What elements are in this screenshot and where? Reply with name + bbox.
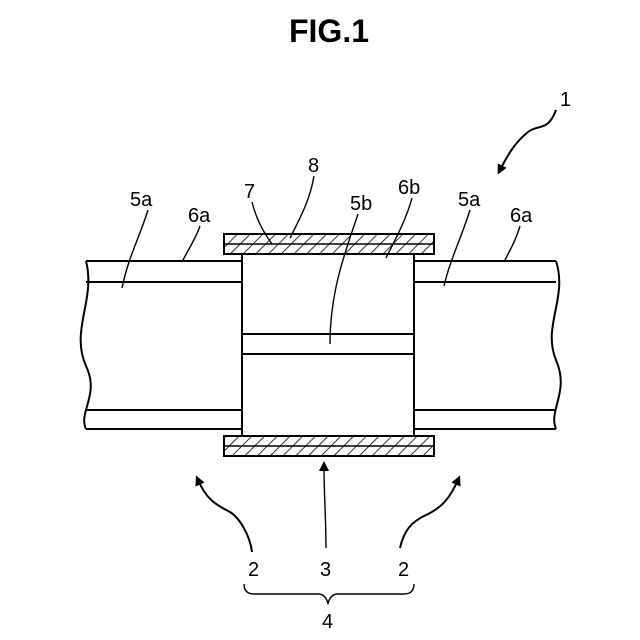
label-4: 4 [322,611,333,633]
left-break-line [81,261,91,429]
label-5a-right: 5a [458,189,481,211]
label-2-left: 2 [248,559,259,581]
leader-8 [290,176,314,238]
right-cable [414,261,561,429]
right-break-line [552,261,561,429]
label-6a-left: 6a [188,205,211,227]
leader-3 [324,466,326,548]
label-6a-right: 6a [510,205,533,227]
sleeve-bottom [224,436,434,456]
arrow-2-left [198,480,252,552]
leader-6a-right [504,226,520,262]
left-cable [81,261,242,429]
label-3: 3 [320,559,331,581]
label-1: 1 [560,89,571,111]
leader-5a-right [444,210,470,286]
label-5b: 5b [350,193,372,215]
reference-labels: 1 8 7 5b 6b 5a 6a 5a 6a 2 3 2 4 [130,89,571,633]
leader-lines [122,176,520,548]
figure-title: FIG.1 [289,13,369,49]
leader-5a-left [122,210,148,288]
arrows [198,110,556,552]
joint-body [242,254,414,436]
brace-4 [244,584,414,604]
label-5a-left: 5a [130,189,153,211]
label-8: 8 [308,155,319,177]
leader-6a-left [182,226,200,262]
label-2-right: 2 [398,559,409,581]
arrow-2-right [400,480,458,548]
label-7: 7 [244,181,255,203]
arrow-1 [500,110,556,170]
label-6b: 6b [398,177,420,199]
sleeve-top [224,234,434,254]
